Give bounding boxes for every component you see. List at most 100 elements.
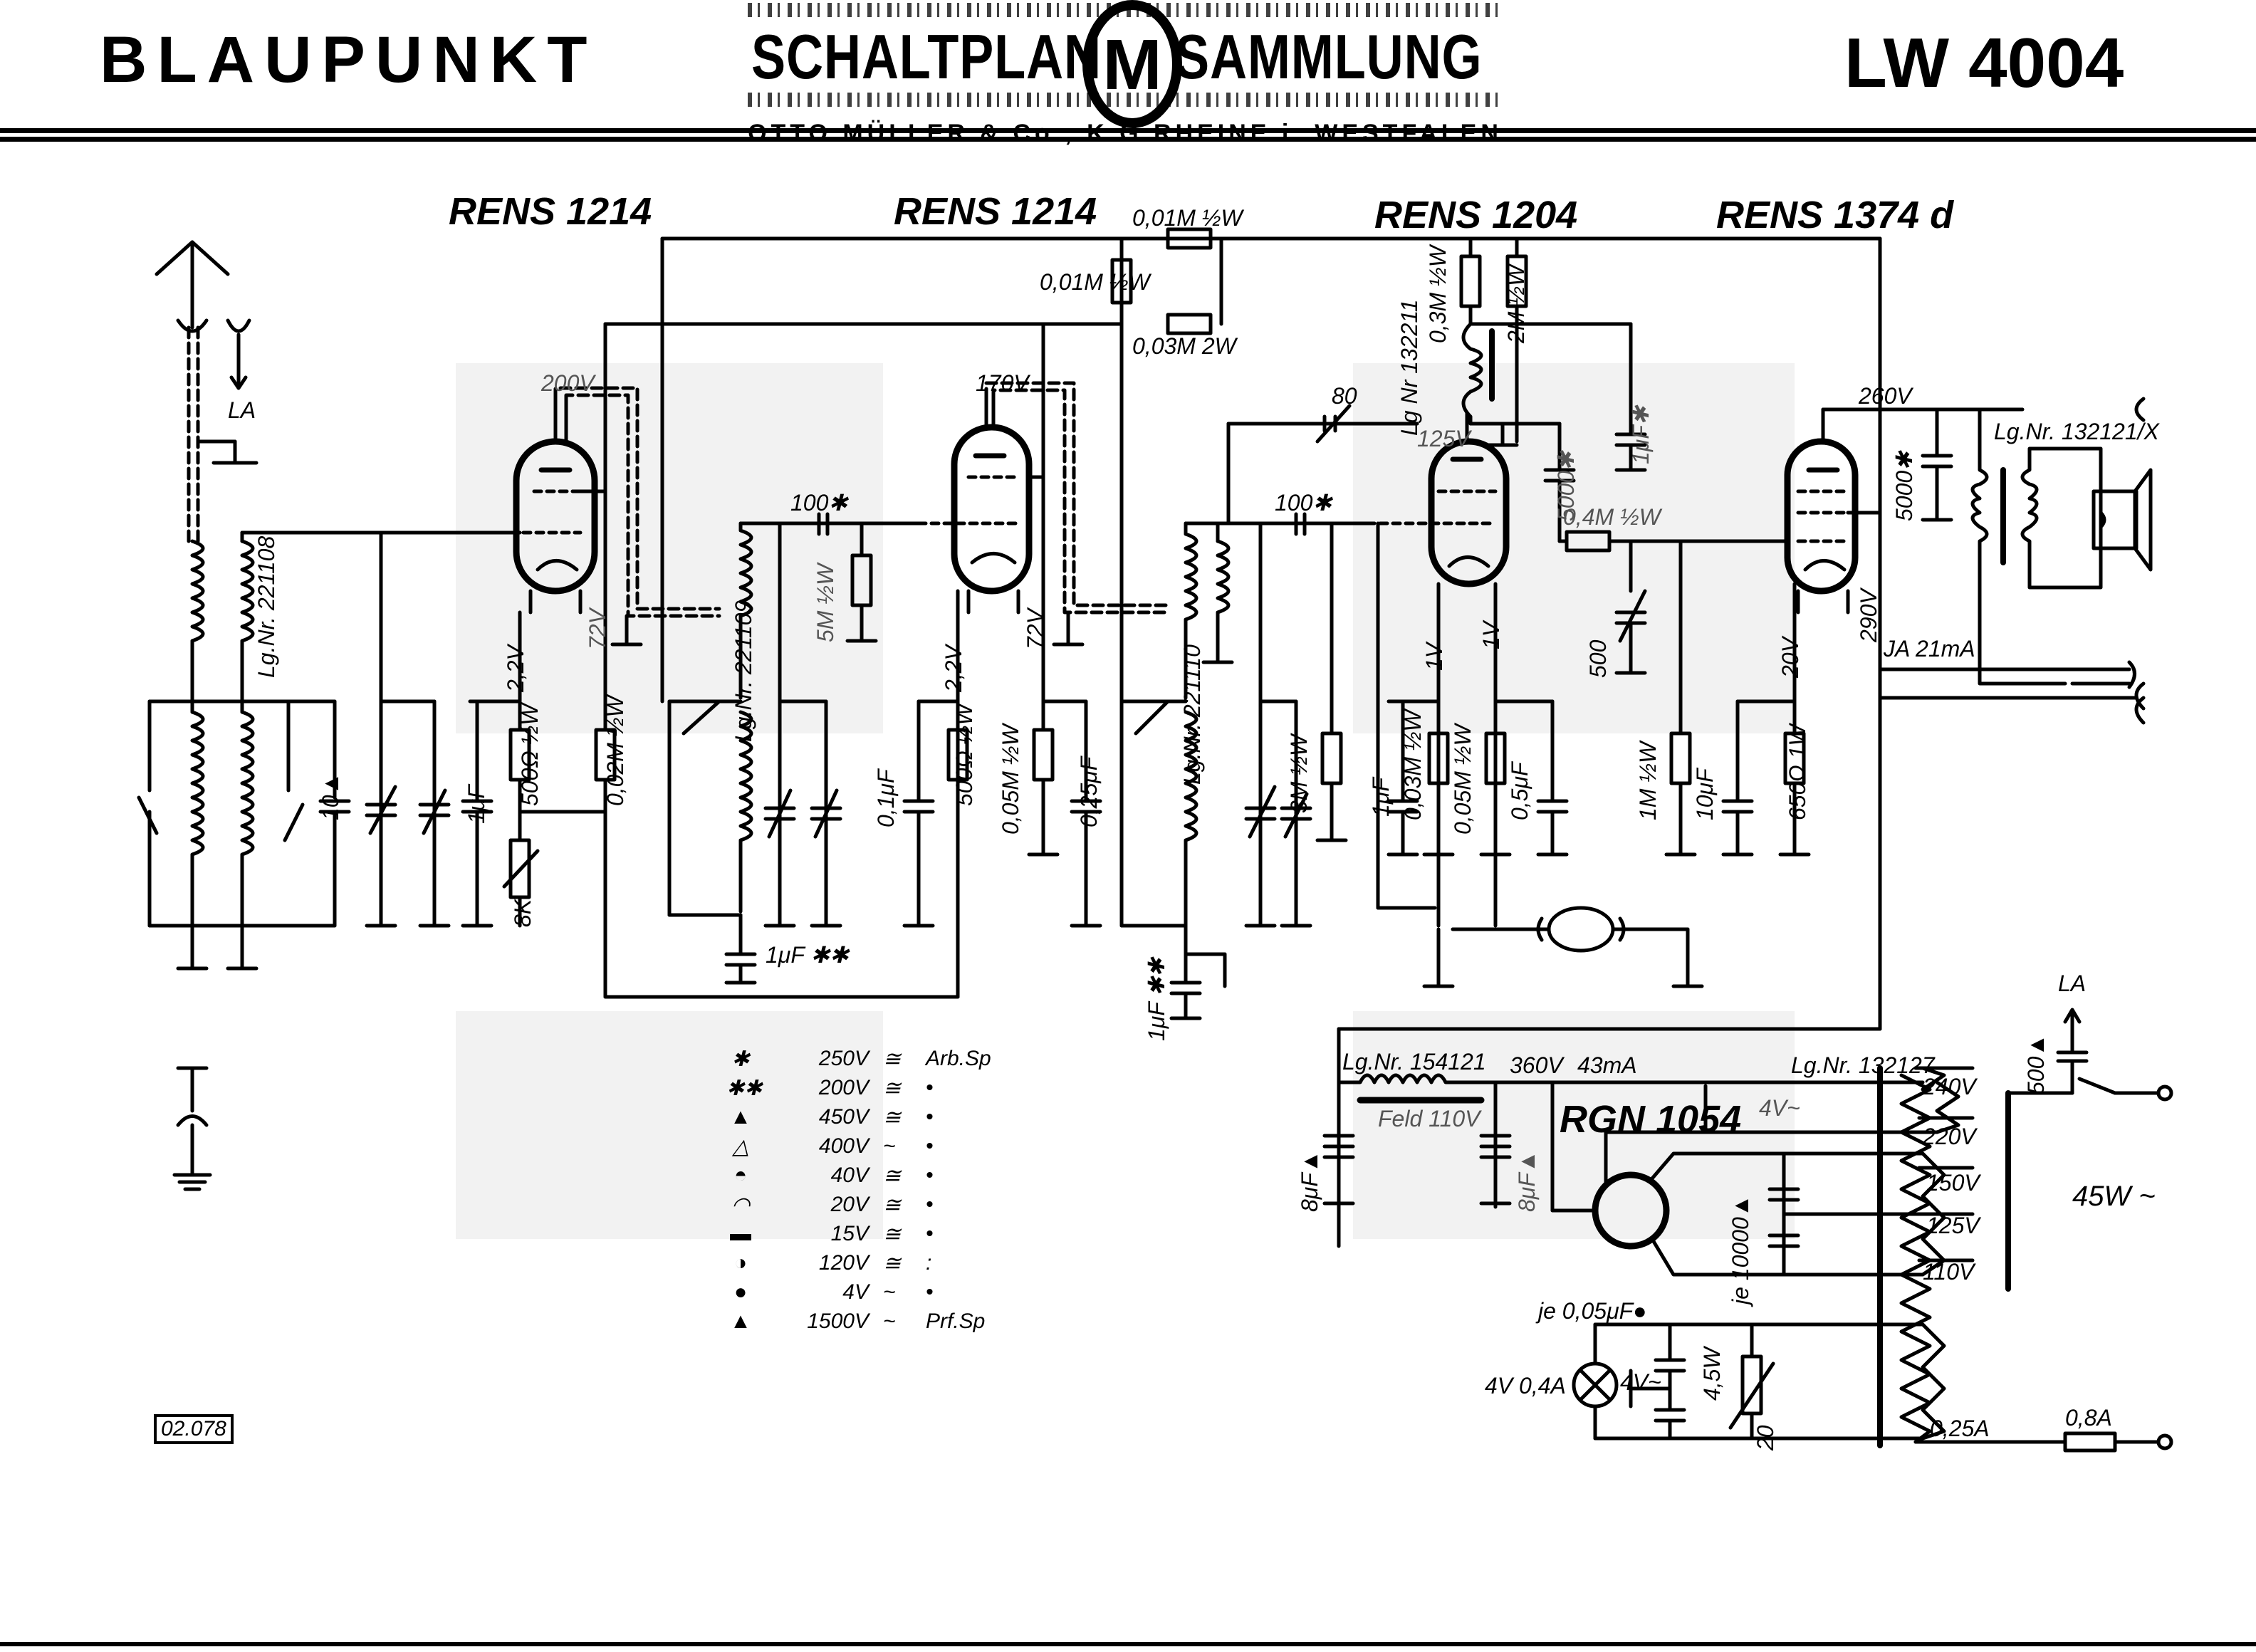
coil-2-label: Lg.Nr. 221109 — [731, 600, 756, 742]
hv-voltage: 360V — [1510, 1052, 1563, 1078]
mains-transformer — [1877, 1008, 2173, 1453]
legend-value: 120V — [818, 1251, 869, 1275]
res-8k: 8K — [510, 899, 536, 927]
res-003m-2w: 0,03M 2W — [1132, 333, 1236, 359]
model-title: LW 4004 — [1844, 23, 2124, 102]
res-1m: 1M ½W — [1635, 741, 1661, 820]
legend-value: 400V — [818, 1134, 869, 1158]
mains-la-label: LA — [2058, 971, 2087, 996]
tube-3-anode-voltage: 125V — [1417, 426, 1471, 451]
header-rule — [0, 137, 2256, 142]
legend-note: Arb.Sp — [926, 1047, 991, 1070]
tube-4-cathode-voltage: 20V — [1777, 637, 1803, 678]
publisher-logo: SCHALTPLAN M SAMMLUNG OTTO MÜLLER & Co.,… — [726, 0, 1524, 150]
res-005m-a: 0,05M ½W — [998, 724, 1023, 835]
legend-kind: ~ — [883, 1280, 896, 1304]
hv-current: 43mA — [1577, 1052, 1637, 1078]
res-5m: 5M ½W — [813, 563, 838, 642]
legend-value: 20V — [830, 1193, 869, 1216]
earth — [172, 1066, 212, 1191]
legend-symbol: ▬ — [730, 1222, 751, 1245]
cap-5000-b: 5000✱ — [1891, 451, 1917, 521]
legend-symbol: △ — [732, 1135, 749, 1159]
res-4-5w: 4,5W — [1699, 1347, 1725, 1401]
voltage-legend: ✱250V≅Arb.Sp ✱✱200V≅• ▲450V≅• △400V~• ◓4… — [719, 1047, 991, 1339]
cap-80: 80 — [1332, 383, 1357, 409]
fuse-08a: 0,8A — [2065, 1405, 2112, 1431]
res-20: 20 — [1753, 1425, 1778, 1450]
tube-3-label: RENS 1204 — [1374, 194, 1578, 236]
legend-note: • — [926, 1193, 934, 1216]
antenna-coil — [137, 530, 522, 971]
footer-rule — [0, 1642, 2256, 1646]
res-500-a: 500Ω ½W — [517, 704, 543, 806]
legend-note: • — [926, 1105, 934, 1129]
legend-symbol: ✱ — [731, 1047, 750, 1071]
legend-note: • — [926, 1134, 934, 1158]
output-grid-network — [1614, 539, 1811, 857]
legend-value: 450V — [818, 1105, 869, 1129]
legend-kind: ≅ — [883, 1193, 902, 1217]
antenna-label: LA — [228, 397, 256, 423]
af-coil-label: Lg Nr 132211 — [1396, 299, 1422, 436]
pilot-lamp-label: 4V 0,4A — [1485, 1373, 1566, 1399]
pilot-lamp-voltage: 4V~ — [1620, 1369, 1661, 1395]
brand-title: BLAUPUNKT — [100, 23, 597, 96]
tuning-stage-1 — [365, 530, 522, 928]
logo-word-right: SAMMLUNG — [1175, 21, 1483, 92]
legend-symbol: ▲ — [730, 1105, 751, 1129]
tube-1-cathode-voltage: 2,2V — [503, 645, 528, 692]
cap-005uf: je 0,05μF● — [1538, 1298, 1647, 1324]
res-003m-b: 0,03M ½W — [1400, 710, 1426, 820]
tap-240v: 240V — [1923, 1074, 1976, 1099]
res-005m-b: 0,05M ½W — [1450, 724, 1476, 835]
coil-3-label: Lg.Nr. 221110 — [1179, 644, 1205, 785]
legend-kind: ≅ — [883, 1252, 902, 1275]
tube-2-symbol — [916, 397, 1033, 615]
res-04m: 0,4M ½W — [1563, 504, 1661, 530]
tube-4-screen-voltage: 290V — [1856, 589, 1881, 642]
legend-row: ✱250V≅Arb.Sp — [719, 1047, 991, 1076]
legend-value: 15V — [830, 1222, 869, 1245]
reference-number: 02.078 — [154, 1414, 234, 1444]
legend-kind: ~ — [883, 1309, 896, 1333]
legend-note: Prf.Sp — [926, 1309, 986, 1333]
legend-row: ▬15V≅• — [719, 1222, 990, 1251]
legend-kind: ≅ — [883, 1106, 902, 1129]
cap-8uf-a: 8μF▲ — [1297, 1150, 1322, 1212]
legend-value: 40V — [830, 1164, 869, 1187]
legend-kind: ≅ — [883, 1077, 902, 1100]
tap-220v: 220V — [1923, 1124, 1976, 1149]
legend-symbol: ◓ — [733, 1164, 748, 1187]
shielded-lead — [991, 388, 1170, 615]
cap-025uf: 0,25μF — [1076, 756, 1102, 827]
legend-note: • — [926, 1280, 934, 1304]
legend-symbol: ▲ — [730, 1309, 751, 1333]
coil-stage-2 — [667, 512, 921, 985]
res-001m-mid: 0,01M ½W — [1040, 269, 1150, 295]
tube-2-anode-voltage: 170V — [976, 370, 1029, 396]
af-coil — [1459, 236, 1790, 553]
res-3m: 3M ½W — [1286, 734, 1312, 813]
cap-10uf: 10μF — [1692, 768, 1718, 820]
legend-row: ▲1500V~Prf.Sp — [719, 1309, 990, 1339]
res-002m: 0,02M ½W — [602, 696, 628, 806]
tube-2-bias — [902, 322, 1102, 999]
rectifier-label: RGN 1054 — [1560, 1098, 1742, 1141]
legend-kind: ≅ — [883, 1223, 902, 1246]
cap-500: 500 — [1585, 639, 1611, 678]
cap-500-la: 500▲ — [2023, 1033, 2049, 1094]
tap-110v: 110V — [1923, 1259, 1975, 1285]
tube-1-label: RENS 1214 — [449, 190, 652, 233]
output-transformer-label: Lg.Nr. 132121/X — [1994, 419, 2159, 444]
res-001m-top: 0,01M ½W — [1132, 205, 1243, 231]
legend-symbol: ◠ — [731, 1193, 751, 1217]
coil-1-label: Lg.Nr. 221108 — [254, 535, 279, 678]
watermark — [1353, 363, 1795, 733]
shielded-lead — [553, 386, 721, 611]
tube-4-anode-voltage: 260V — [1859, 383, 1912, 409]
logo-letter: M — [1102, 25, 1162, 105]
cap-1uf-c: 1μF ✱✱ — [1144, 958, 1169, 1041]
legend-kind: ≅ — [883, 1164, 902, 1188]
